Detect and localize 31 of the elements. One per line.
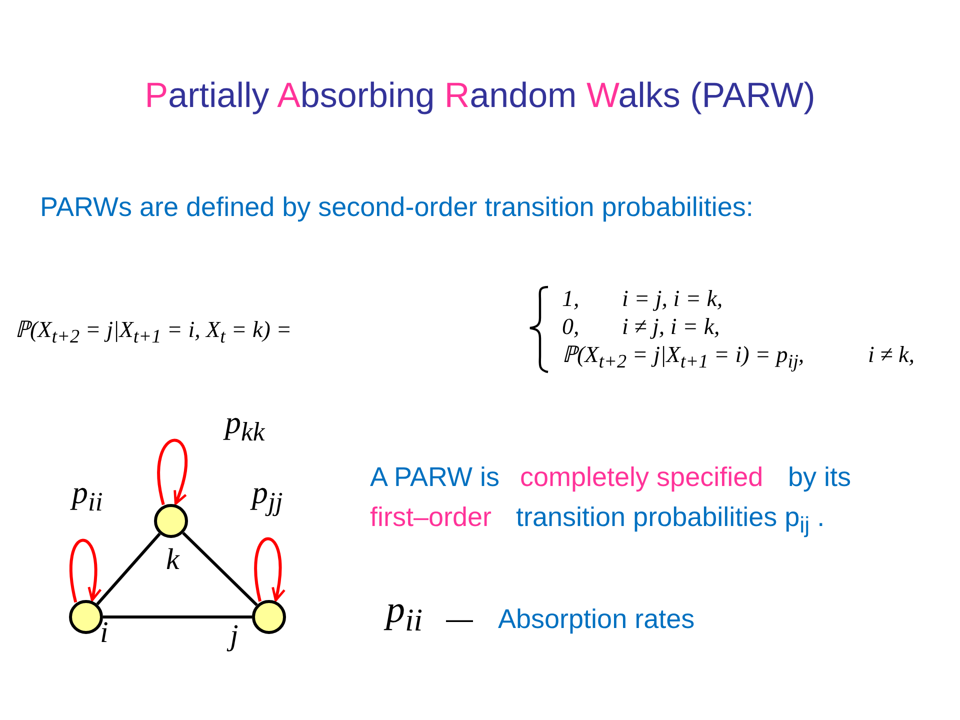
formula-text: 1, [562,286,580,312]
edge-label: p$_{jj}$ [252,475,283,518]
node-label: k [166,545,180,575]
body-text: completely specified [520,461,764,494]
node-circle [252,600,286,634]
node-label: i [100,618,108,648]
edge-line [96,532,161,606]
formula-text: ℙ(X$_{t+2}$ = j|X$_{t+1}$ = i) = p$_{ij}$, [562,342,804,375]
body-text: Absorption rates [498,603,695,636]
dash-text: — [446,603,473,636]
formula-text: i = j, i = k, [622,286,723,312]
self-loop-arrow [70,538,102,603]
edge-label: p$_{kk}$ [225,405,265,448]
math-symbol: p$_{ii}$ [386,590,423,641]
subheading: PARWs are defined by second-order transition probabilities: [40,192,754,223]
body-text: transition probabilities p$_{ij}$ . [516,501,825,540]
formula-text: 0, [562,314,580,340]
slide-title: Partially Absorbing Random Walks (PARW) [144,76,816,116]
formula-text: i ≠ j, i = k, [622,314,720,340]
edge-line [103,616,252,618]
body-text: by its [788,461,852,494]
formula-text: i ≠ k, [868,342,914,368]
node-circle [154,504,188,538]
edge-label: p$_{ii}$ [72,475,103,518]
body-text: first–order [370,501,492,534]
edge-line [182,532,258,606]
formula-text: ℙ(X$_{t+2}$ = j|X$_{t+1}$ = i, X$_{t}$ = k) = [15,317,292,350]
self-loop-arrow [157,438,188,505]
node-circle [69,600,103,634]
self-loop-arrow [254,537,286,602]
body-text: A PARW is [370,461,500,494]
